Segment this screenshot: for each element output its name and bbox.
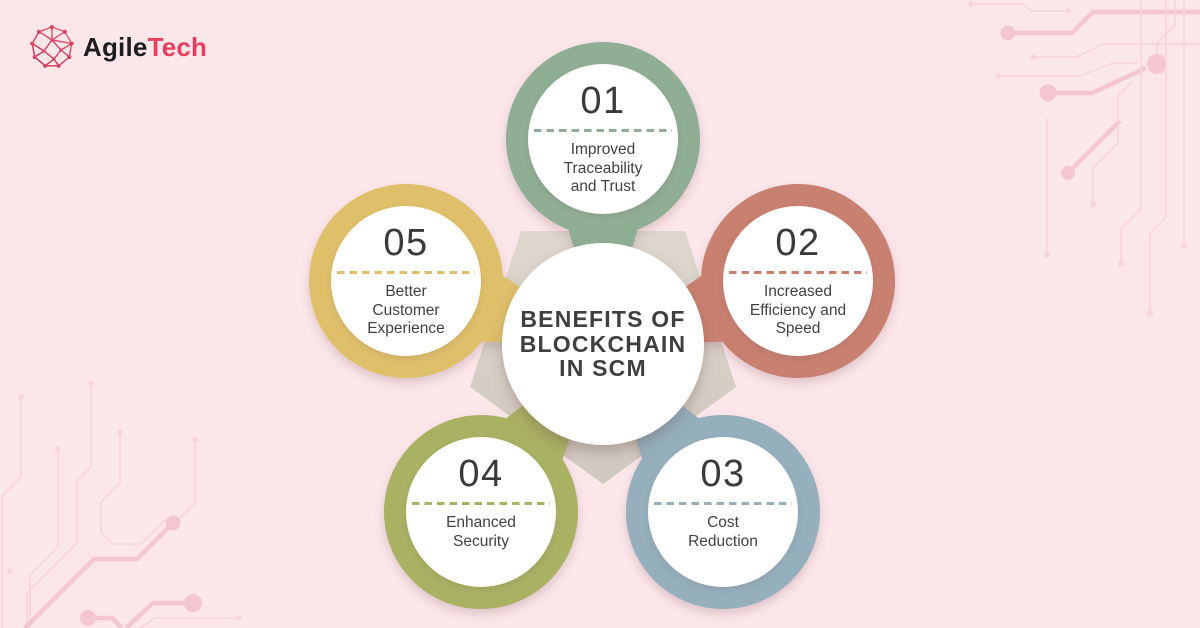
brand-name-secondary: Tech	[147, 32, 208, 62]
dashed-divider	[534, 129, 672, 132]
dashed-divider	[412, 502, 550, 505]
node-04-label: Enhanced Security	[446, 514, 516, 550]
node-03: 03 Cost Reduction	[638, 437, 808, 587]
node-disc-03	[648, 437, 798, 587]
dashed-divider	[654, 502, 792, 505]
node-disc-04	[406, 437, 556, 587]
node-03-label: Cost Reduction	[688, 514, 758, 550]
node-04-number: 04	[458, 453, 504, 495]
node-04: 04 Enhanced Security	[396, 437, 566, 587]
brand-logo-text: AgileTech	[83, 25, 207, 69]
node-05-label: Better Customer Experience	[367, 283, 445, 337]
center-disc	[502, 243, 704, 445]
center-node: BENEFITS OF BLOCKCHAIN IN SCM	[503, 254, 703, 434]
node-02-label: Increased Efficiency and Speed	[749, 283, 847, 337]
dashed-divider	[337, 271, 475, 274]
node-03-number: 03	[700, 453, 746, 495]
center-title: BENEFITS OF BLOCKCHAIN IN SCM	[519, 306, 687, 382]
node-05-number: 05	[383, 222, 429, 264]
brand-logo-icon	[30, 25, 74, 68]
node-02-number: 02	[775, 222, 821, 264]
node-01-label: Improved Traceability and Trust	[563, 141, 643, 195]
brand-name-primary: Agile	[83, 32, 148, 62]
node-disc-02	[723, 206, 873, 356]
brand-logo: AgileTech	[30, 25, 207, 69]
node-disc-05	[331, 206, 481, 356]
node-01: 01 Improved Traceability and Trust	[518, 64, 688, 214]
node-05: 05 Better Customer Experience	[321, 206, 491, 356]
node-01-number: 01	[580, 80, 626, 122]
node-02: 02 Increased Efficiency and Speed	[713, 206, 883, 356]
node-disc-01	[528, 64, 678, 214]
dashed-divider	[729, 271, 867, 274]
